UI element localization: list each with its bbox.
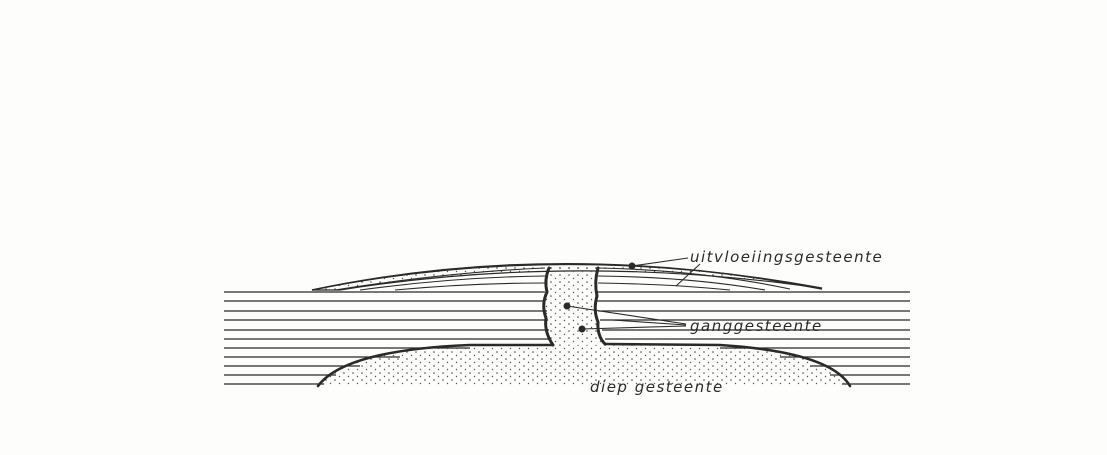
extrusive-rock-label: uitvloeiingsgesteente <box>690 248 883 266</box>
dike-rock-label: ganggesteente <box>690 317 823 335</box>
plutonic-rock-label: diep gesteente <box>590 378 724 396</box>
